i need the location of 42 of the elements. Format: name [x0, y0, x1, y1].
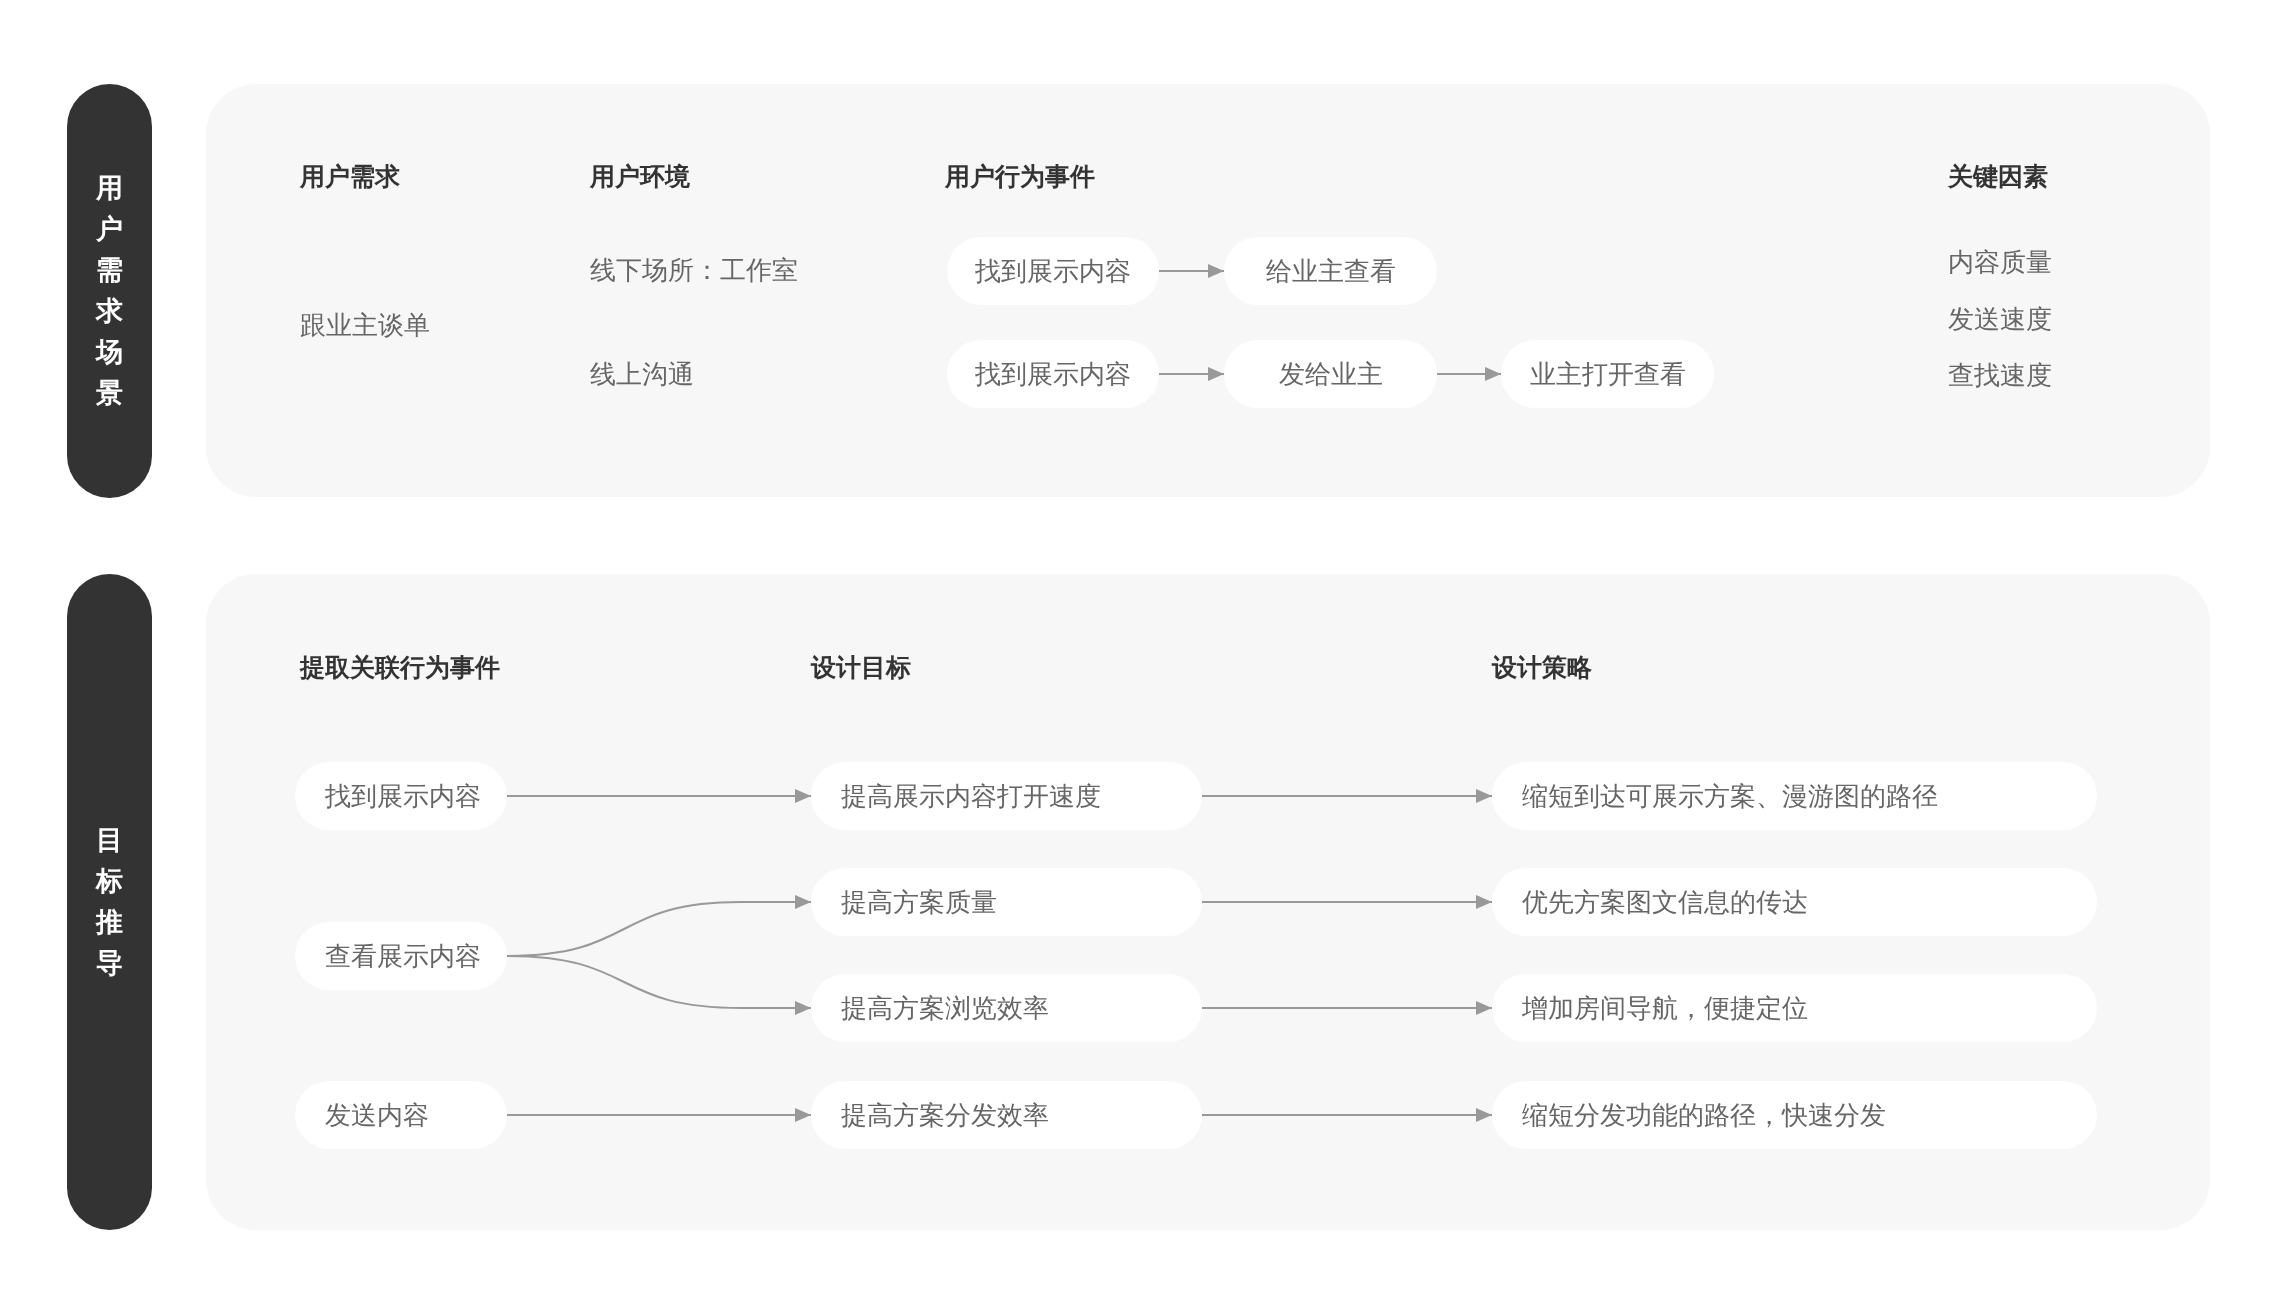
step-pill: 找到展示内容: [947, 237, 1159, 305]
step-pill: 优先方案图文信息的传达: [1492, 868, 2097, 936]
arrow: [1436, 367, 1502, 381]
item-label: 内容质量: [1948, 246, 2052, 279]
column-heading: 用户行为事件: [945, 161, 1095, 192]
arrow: [1201, 1108, 1493, 1122]
column-heading: 用户环境: [590, 161, 690, 192]
step-pill: 缩短到达可展示方案、漫游图的路径: [1492, 762, 2097, 830]
step-pill: 缩短分发功能的路径，快速分发: [1492, 1081, 2097, 1149]
arrow: [506, 789, 812, 803]
step-pill: 找到展示内容: [947, 340, 1159, 408]
section-panel: [206, 574, 2210, 1230]
column-heading: 提取关联行为事件: [300, 652, 500, 683]
item-label: 线上沟通: [590, 358, 694, 391]
step-pill: 发送内容: [295, 1081, 507, 1149]
section-panel: [206, 84, 2210, 497]
step-pill: 查看展示内容: [295, 922, 507, 990]
step-pill: 提高方案分发效率: [811, 1081, 1202, 1149]
step-pill: 给业主查看: [1224, 237, 1437, 305]
item-label: 查找速度: [1948, 359, 2052, 392]
step-pill: 提高展示内容打开速度: [811, 762, 1202, 830]
item-label: 跟业主谈单: [300, 309, 430, 342]
column-heading: 设计策略: [1492, 652, 1592, 683]
column-heading: 设计目标: [811, 652, 911, 683]
column-heading: 用户需求: [300, 161, 400, 192]
section-tab: 目标推导: [67, 574, 152, 1230]
step-pill: 发给业主: [1224, 340, 1437, 408]
step-pill: 提高方案浏览效率: [811, 974, 1202, 1042]
arrow: [1201, 1001, 1493, 1015]
step-pill: 增加房间导航，便捷定位: [1492, 974, 2097, 1042]
arrow: [506, 1108, 812, 1122]
step-pill: 提高方案质量: [811, 868, 1202, 936]
item-label: 线下场所：工作室: [590, 254, 798, 287]
column-heading: 关键因素: [1948, 161, 2048, 192]
arrow: [1158, 367, 1225, 381]
section-tab: 用户需求场景: [67, 84, 152, 498]
step-pill: 业主打开查看: [1501, 340, 1714, 408]
step-pill: 找到展示内容: [295, 762, 507, 830]
arrow: [1158, 264, 1225, 278]
arrow: [1201, 895, 1493, 909]
arrow: [1201, 789, 1493, 803]
item-label: 发送速度: [1948, 303, 2052, 336]
